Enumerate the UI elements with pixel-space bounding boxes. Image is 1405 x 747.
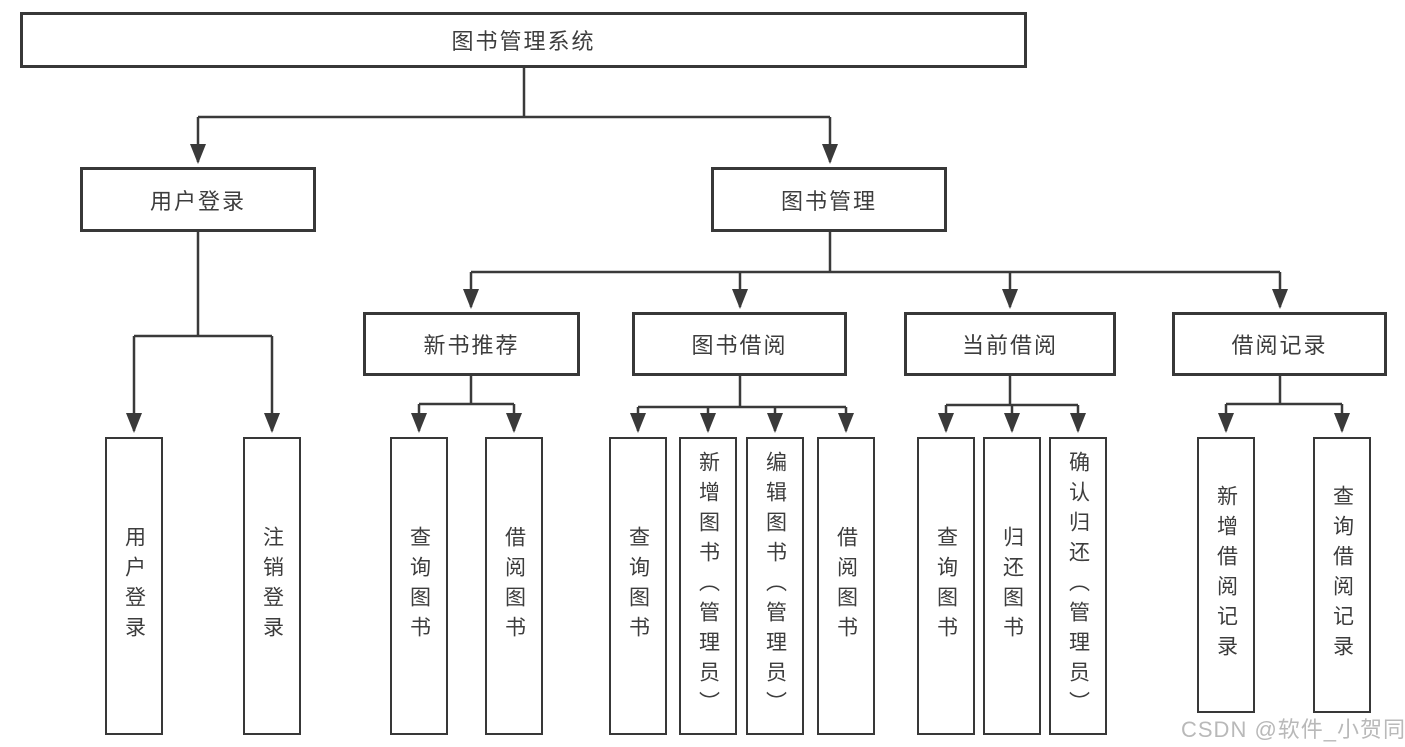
leaf-query-books-borrow: 查询图书 [609, 437, 667, 735]
leaf-user-login: 用户登录 [105, 437, 163, 735]
leaf-confirm-return-admin-label: 确认归还（管理员） [1066, 451, 1090, 721]
leaf-query-borrow-record: 查询借阅记录 [1313, 437, 1371, 713]
node-book-borrow-label: 图书借阅 [691, 333, 788, 358]
leaf-add-borrow-record: 新增借阅记录 [1197, 437, 1255, 713]
node-user-login-label: 用户登录 [149, 188, 246, 214]
leaf-borrow-books: 借阅图书 [817, 437, 875, 735]
leaf-borrow-books-label: 借阅图书 [834, 526, 858, 646]
node-library-system: 图书管理系统 [20, 12, 1027, 68]
leaf-user-login-label: 用户登录 [122, 526, 146, 646]
leaf-query-books-recommend-label: 查询图书 [407, 526, 431, 646]
leaf-borrow-books-recommend-label: 借阅图书 [502, 526, 526, 646]
node-user-login: 用户登录 [80, 167, 316, 232]
leaf-logout-login: 注销登录 [243, 437, 301, 735]
leaf-add-book-admin: 新增图书（管理员） [679, 437, 737, 735]
leaf-query-books-borrow-label: 查询图书 [626, 526, 650, 646]
leaf-query-books-recommend: 查询图书 [390, 437, 448, 735]
leaf-return-book: 归还图书 [983, 437, 1041, 735]
node-new-book-recommend-label: 新书推荐 [423, 333, 520, 358]
leaf-query-borrow-record-label: 查询借阅记录 [1330, 485, 1354, 665]
leaf-query-books-current: 查询图书 [917, 437, 975, 735]
leaf-edit-book-admin-label: 编辑图书（管理员） [763, 451, 787, 721]
node-library-system-label: 图书管理系统 [451, 29, 596, 54]
leaf-query-books-current-label: 查询图书 [934, 526, 958, 646]
node-new-book-recommend: 新书推荐 [363, 312, 580, 376]
node-book-management-label: 图书管理 [780, 188, 877, 214]
leaf-return-book-label: 归还图书 [1000, 526, 1024, 646]
leaf-edit-book-admin: 编辑图书（管理员） [746, 437, 804, 735]
node-borrow-records-label: 借阅记录 [1231, 333, 1328, 358]
leaf-logout-login-label: 注销登录 [260, 526, 284, 646]
csdn-watermark: CSDN @软件_小贺同学 [1181, 717, 1405, 742]
leaf-confirm-return-admin: 确认归还（管理员） [1049, 437, 1107, 735]
node-borrow-records: 借阅记录 [1172, 312, 1387, 376]
node-current-borrow-label: 当前借阅 [961, 333, 1058, 358]
node-current-borrow: 当前借阅 [904, 312, 1116, 376]
node-book-borrow: 图书借阅 [632, 312, 847, 376]
node-book-management: 图书管理 [711, 167, 947, 232]
leaf-add-book-admin-label: 新增图书（管理员） [696, 451, 720, 721]
leaf-borrow-books-recommend: 借阅图书 [485, 437, 543, 735]
leaf-add-borrow-record-label: 新增借阅记录 [1214, 485, 1238, 665]
